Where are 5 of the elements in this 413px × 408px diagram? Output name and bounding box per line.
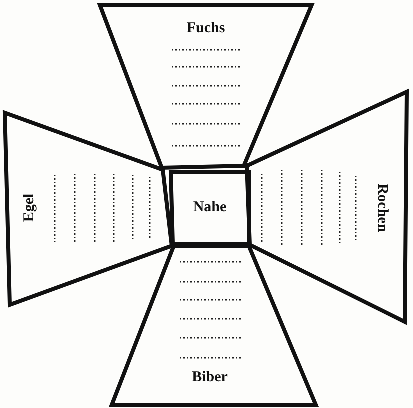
region-label: Egel bbox=[22, 194, 38, 222]
region-label: Nahe bbox=[193, 200, 227, 216]
region-label: Rochen bbox=[374, 184, 390, 232]
region-label: Biber bbox=[192, 370, 228, 386]
region-label: Fuchs bbox=[186, 22, 226, 36]
